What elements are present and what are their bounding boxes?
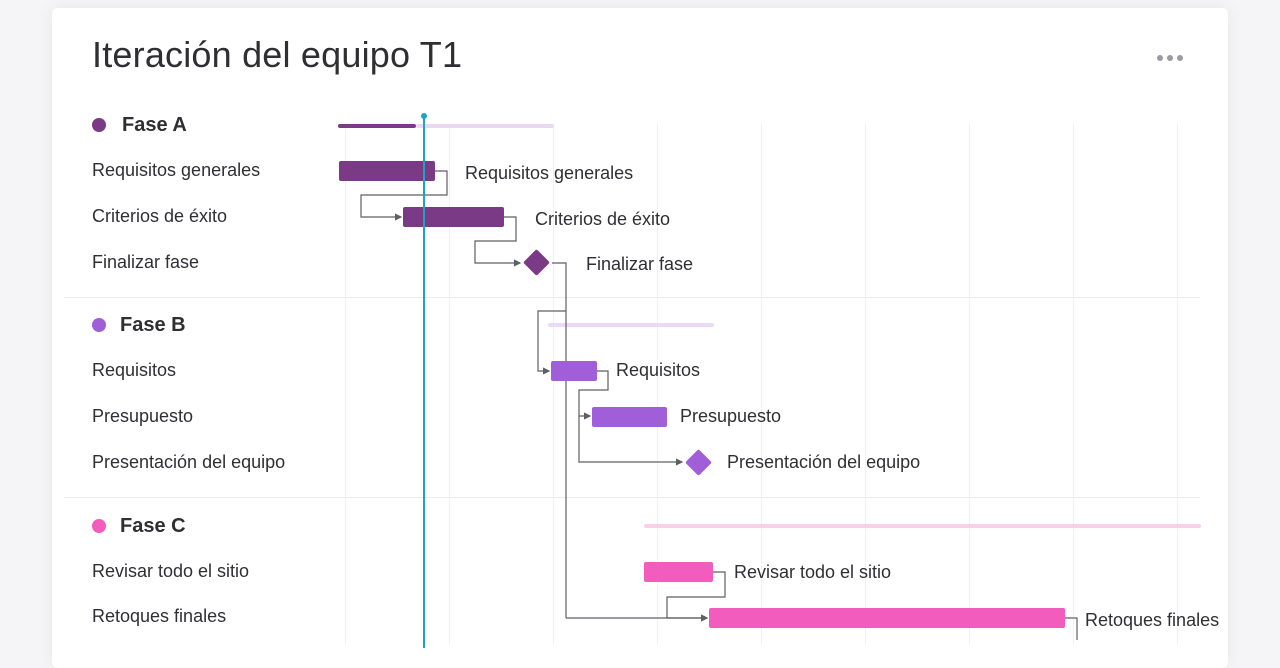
phase-b-dot bbox=[92, 318, 106, 332]
bar-label-requisitos-generales: Requisitos generales bbox=[465, 163, 634, 183]
phase-divider bbox=[64, 297, 1200, 298]
grid-line bbox=[657, 124, 658, 644]
phase-a-dot bbox=[92, 118, 106, 132]
task-bar-revisar-todo-el-sitio[interactable] bbox=[644, 562, 713, 582]
grid-line bbox=[1177, 124, 1178, 644]
grid-line bbox=[345, 124, 346, 644]
row-label-revisar-todo-el-sitio[interactable]: Revisar todo el sitio bbox=[92, 561, 250, 581]
row-label-requisitos-generales[interactable]: Requisitos generales bbox=[92, 160, 261, 180]
today-marker-dot bbox=[421, 113, 427, 119]
bar-label-presupuesto: Presupuesto bbox=[680, 406, 782, 426]
row-label-presupuesto[interactable]: Presupuesto bbox=[92, 406, 194, 426]
phase-c-dot bbox=[92, 519, 106, 533]
grid-line bbox=[969, 124, 970, 644]
task-bar-retoques-finales[interactable] bbox=[709, 608, 1065, 628]
more-options-icon[interactable] bbox=[1150, 48, 1190, 68]
page-title: Iteración del equipo T1 bbox=[92, 34, 463, 75]
dependency-connectors bbox=[360, 170, 1078, 640]
row-label-presentacion-del-equipo[interactable]: Presentación del equipo bbox=[92, 452, 286, 472]
row-label-criterios-de-exito[interactable]: Criterios de éxito bbox=[92, 206, 228, 226]
phase-c-label[interactable]: Fase C bbox=[120, 515, 186, 537]
phase-a-span-line bbox=[416, 124, 554, 128]
row-label-retoques-finales[interactable]: Retoques finales bbox=[92, 606, 227, 626]
bar-label-criterios-de-exito: Criterios de éxito bbox=[535, 209, 671, 229]
phase-divider bbox=[64, 497, 1200, 498]
timeline-card bbox=[52, 8, 1228, 668]
phase-a-label[interactable]: Fase A bbox=[122, 114, 187, 136]
bar-label-revisar-todo-el-sitio: Revisar todo el sitio bbox=[734, 562, 892, 582]
task-bar-requisitos-generales[interactable] bbox=[339, 161, 435, 181]
today-marker-line bbox=[423, 118, 425, 648]
grid-line bbox=[1073, 124, 1074, 644]
task-bar-criterios-de-exito[interactable] bbox=[403, 207, 504, 227]
phase-a-progress-line bbox=[338, 124, 416, 128]
bar-label-presentacion-del-equipo: Presentación del equipo bbox=[727, 452, 921, 472]
grid-line bbox=[553, 124, 554, 644]
task-bar-presupuesto[interactable] bbox=[592, 407, 667, 427]
phase-c-span-line bbox=[644, 524, 1201, 528]
grid-line bbox=[449, 124, 450, 644]
bar-label-finalizar-fase: Finalizar fase bbox=[586, 254, 694, 274]
row-label-requisitos[interactable]: Requisitos bbox=[92, 360, 177, 380]
task-bar-requisitos[interactable] bbox=[551, 361, 597, 381]
bar-label-retoques-finales: Retoques finales bbox=[1085, 610, 1220, 630]
grid-line bbox=[761, 124, 762, 644]
phase-b-span-line bbox=[548, 323, 714, 327]
grid-line bbox=[865, 124, 866, 644]
phase-b-label[interactable]: Fase B bbox=[120, 314, 186, 336]
bar-label-requisitos: Requisitos bbox=[616, 360, 701, 380]
row-label-finalizar-fase[interactable]: Finalizar fase bbox=[92, 252, 200, 272]
